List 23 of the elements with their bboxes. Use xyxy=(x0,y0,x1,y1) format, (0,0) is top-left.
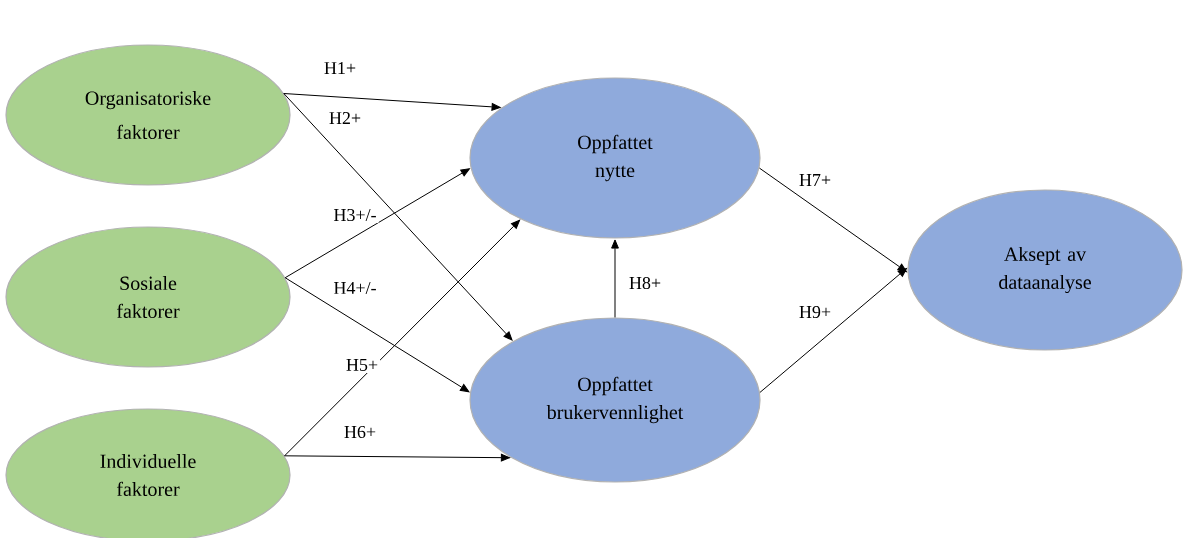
edge-label: H9+ xyxy=(796,303,834,321)
arrow xyxy=(283,93,501,111)
ellipse-node: Oppfattet brukervennlighet xyxy=(469,317,761,483)
arrow xyxy=(759,268,907,393)
arrow xyxy=(283,93,513,341)
edge-label: H6+ xyxy=(341,423,379,441)
edge-label: H3+/- xyxy=(331,206,379,224)
edge-label: H8+ xyxy=(626,274,664,292)
ellipse-node: Oppfattet nytte xyxy=(469,77,761,239)
arrow xyxy=(284,277,470,393)
arrow xyxy=(284,453,511,462)
edge-label: H2+ xyxy=(326,110,364,126)
edge-label: H4+/- xyxy=(331,280,379,297)
arrow xyxy=(758,167,907,273)
edge-label: H1+ xyxy=(321,60,359,76)
ellipse-node: Organisatoriske faktorer xyxy=(5,44,291,186)
edge-label: H5+ xyxy=(343,357,381,373)
edge-label: H7+ xyxy=(796,172,834,188)
arrow xyxy=(284,168,470,279)
ellipse-node: Sosiale faktorer xyxy=(5,226,291,368)
ellipse-node: Aksept av dataanalyse xyxy=(907,189,1183,351)
arrow xyxy=(284,219,521,457)
arrow xyxy=(611,239,619,318)
